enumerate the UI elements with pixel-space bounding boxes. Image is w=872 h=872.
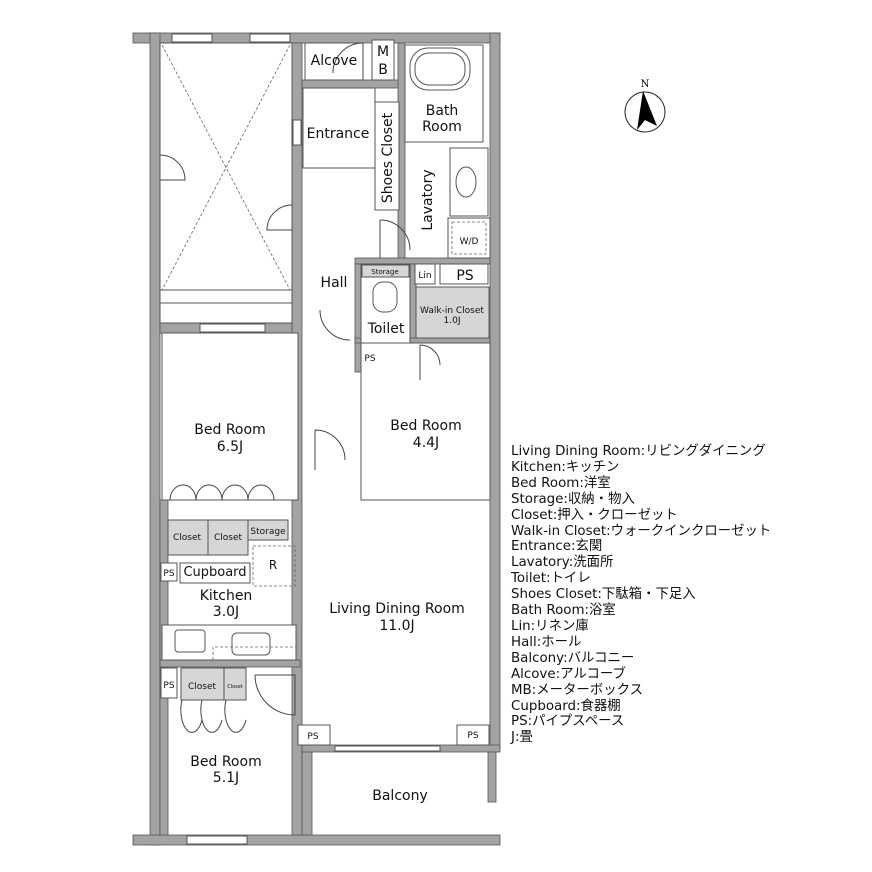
label-bed3-size: 5.1J: [213, 770, 239, 786]
label-toilet: Toilet: [367, 321, 405, 337]
legend-item: Walk-in Closet:ウォークインクローゼット: [511, 523, 772, 539]
label-wd: W/D: [460, 237, 479, 247]
label-storage-toilet: Storage: [371, 268, 398, 276]
north-arrow-icon: N: [624, 79, 666, 133]
label-walkin: Walk-in Closet: [420, 306, 484, 316]
label-walkin-size: 1.0J: [444, 316, 461, 326]
bath-room: [404, 44, 484, 143]
walk-in-closet: [415, 286, 490, 339]
legend-item: Hall:ホール: [511, 634, 582, 650]
legend-item: Kitchen:キッチン: [511, 459, 620, 475]
legend: Living Dining Room:リビングダイニング Kitchen:キッチ…: [511, 444, 771, 746]
label-ldr: Living Dining Room: [329, 601, 465, 617]
label-closet-a: Closet: [173, 533, 202, 543]
legend-item: Alcove:アルコーブ: [511, 666, 626, 682]
compass-label: N: [641, 79, 650, 90]
legend-item: Lin:リネン庫: [511, 618, 589, 634]
label-closet-c: Closet: [188, 682, 217, 692]
label-storage-bed: Storage: [250, 527, 286, 537]
meter-box: [371, 39, 395, 81]
bed-room-4-4: [360, 342, 491, 501]
label-kitchen-size: 3.0J: [213, 604, 239, 620]
label-closet-d: Closet: [227, 684, 243, 690]
washer-dryer: [447, 217, 491, 259]
linen: [414, 263, 436, 285]
label-lin: Lin: [418, 271, 431, 281]
label-ps-kitchen: PS: [163, 569, 174, 579]
ps-top: [439, 263, 489, 285]
rooms: [159, 39, 491, 746]
label-alcove: Alcove: [311, 53, 358, 69]
label-ps-ldr-right: PS: [467, 731, 478, 741]
legend-item: MB:メーターボックス: [511, 682, 643, 698]
shoes-closet: [374, 101, 400, 211]
legend-item: Shoes Closet:下駄箱・下足入: [511, 587, 696, 603]
label-entrance: Entrance: [307, 126, 370, 142]
label-bed2: Bed Room: [390, 418, 461, 434]
label-bed1: Bed Room: [194, 422, 265, 438]
legend-item: Entrance:玄関: [511, 539, 603, 555]
legend-item: Storage:収納・物入: [511, 491, 635, 507]
legend-item: PS:パイプスペース: [511, 714, 625, 730]
label-hall: Hall: [321, 275, 348, 291]
label-bath-2: Room: [422, 119, 462, 135]
label-bed2-size: 4.4J: [413, 435, 439, 451]
label-bath-1: Bath: [426, 103, 459, 119]
entrance: [302, 87, 376, 169]
label-bed1-size: 6.5J: [217, 439, 243, 455]
legend-item: J:畳: [511, 730, 533, 746]
label-ps-top: PS: [456, 268, 473, 284]
legend-item: Bed Room:洋室: [511, 475, 611, 491]
label-cupboard: Cupboard: [183, 565, 246, 580]
legend-item: Toilet:トイレ: [511, 571, 591, 587]
toilet-storage: [361, 264, 410, 278]
void-area: [159, 42, 293, 324]
legend-item: Lavatory:洗面所: [511, 555, 614, 571]
label-fridge: R: [269, 558, 277, 572]
legend-item: Balcony:バルコニー: [511, 650, 635, 666]
legend-item: Closet:押入・クローゼット: [511, 507, 678, 523]
legend-item: Living Dining Room:リビングダイニング: [511, 444, 766, 459]
bed-room-6-5: [161, 332, 299, 501]
label-bed3: Bed Room: [190, 754, 261, 770]
label-balcony: Balcony: [372, 788, 428, 804]
label-mb-1: M: [377, 44, 389, 60]
label-shoes-closet: Shoes Closet: [380, 112, 396, 203]
label-ldr-size: 11.0J: [379, 618, 414, 634]
label-ps-ldr-left: PS: [307, 732, 318, 742]
doors: [159, 42, 441, 733]
legend-item: Cupboard:食器棚: [511, 698, 621, 714]
label-mb-2: B: [378, 62, 388, 78]
label-ps-toilet: PS: [364, 354, 375, 364]
label-lavatory: Lavatory: [420, 169, 436, 230]
label-ps-bed3: PS: [163, 681, 174, 691]
label-closet-b: Closet: [214, 533, 243, 543]
label-kitchen: Kitchen: [200, 588, 253, 604]
windows: [171, 33, 441, 845]
legend-item: Bath Room:浴室: [511, 603, 616, 619]
